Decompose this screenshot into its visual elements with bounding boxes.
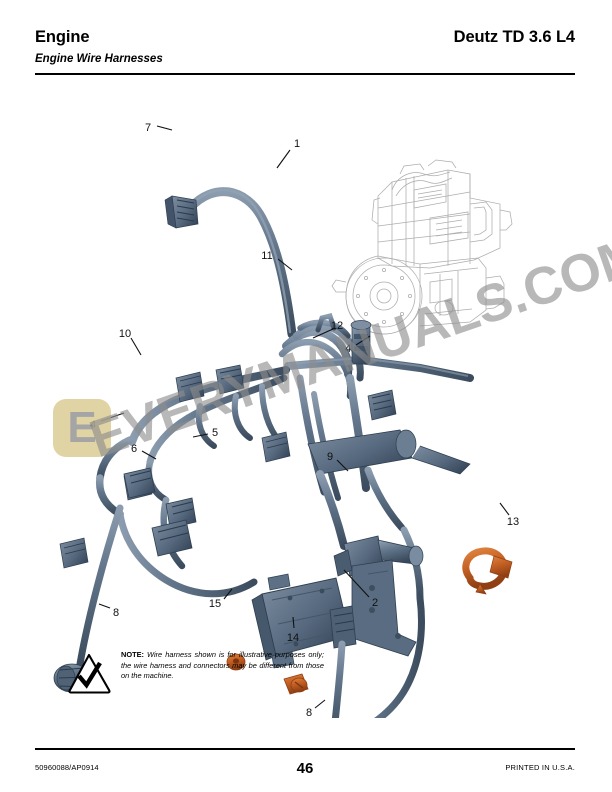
callout-number-9: 9: [327, 451, 333, 463]
hardware-15-washer: [226, 653, 246, 671]
page-header: Engine Deutz TD 3.6 L4 Engine Wire Harne…: [35, 28, 575, 76]
wire-harness-assembly: [53, 187, 513, 718]
ecu-module-2: [251, 559, 417, 669]
page-subtitle: Engine Wire Harnesses: [35, 53, 163, 65]
callout-number-5: 5: [212, 427, 218, 439]
note-body: Wire harness shown is for illustrative p…: [121, 650, 324, 681]
callout-leader-10: [130, 337, 142, 356]
note-box: NOTE: Wire harness shown is for illustra…: [68, 650, 328, 700]
print-notice: PRINTED IN U.S.A.: [505, 763, 575, 772]
callout-number-6: 6: [131, 443, 137, 455]
callout-leader-14: [292, 616, 295, 629]
harness-lower-run: [331, 594, 425, 718]
callout-leader-2: [343, 569, 370, 598]
hardware-14-bolt: [283, 673, 309, 695]
engine-line-drawing-thumbnail: [331, 159, 513, 335]
harness-upper-cluster: [278, 313, 474, 421]
callout-number-11: 11: [261, 250, 272, 262]
callout-leader-9: [336, 459, 349, 472]
callout-number-8b: 8: [306, 707, 312, 718]
page-number: 46: [296, 760, 314, 777]
callout-number-13: 13: [507, 516, 519, 528]
hardware-13-clamp: [462, 547, 513, 595]
harness-center-trunk: [296, 374, 471, 602]
callout-number-10: 10: [119, 328, 131, 340]
connector-7: [164, 195, 199, 229]
callout-number-4b: 4: [90, 419, 96, 431]
callout-leader-5: [192, 433, 209, 438]
callout-number-12: 12: [331, 320, 343, 332]
callout-number-2: 2: [372, 597, 378, 609]
page-footer: 50960088/AP0914 46 PRINTED IN U.S.A.: [35, 760, 575, 777]
callout-leader-8a: [98, 603, 111, 609]
callout-leader-11: [277, 258, 293, 271]
header-divider: [35, 73, 575, 75]
callout-leader-8b: [314, 699, 326, 709]
callout-number-7: 7: [145, 122, 151, 134]
callout-number-15: 15: [209, 598, 221, 610]
callout-leader-13: [499, 502, 510, 516]
callout-leader-6: [141, 450, 157, 460]
harness-left-branch: [53, 364, 291, 693]
connector-4a: [367, 389, 397, 421]
header-title-row: Engine Deutz TD 3.6 L4: [35, 28, 575, 50]
callout-number-1: 1: [294, 138, 300, 150]
callout-number-4a: 4: [345, 343, 351, 355]
connector-4b: [123, 467, 156, 499]
page-title: Engine: [35, 28, 90, 46]
engine-model-title: Deutz TD 3.6 L4: [453, 28, 575, 46]
callout-leader-12: [312, 328, 334, 339]
callout-number-14: 14: [287, 632, 299, 644]
triangle-check-icon: [68, 653, 111, 694]
footer-divider: [35, 748, 575, 750]
callout-leader-4b: [100, 412, 125, 422]
callout-leader-4a: [355, 335, 371, 346]
note-text: NOTE: Wire harness shown is for illustra…: [121, 650, 324, 682]
document-number: 50960088/AP0914: [35, 763, 99, 772]
callout-leader-1: [276, 149, 291, 169]
connector-5: [165, 497, 197, 529]
callout-leader-15: [223, 588, 233, 600]
connector-6: [151, 519, 193, 557]
note-label: NOTE:: [121, 650, 144, 659]
callout-number-8a: 8: [113, 607, 119, 619]
callout-leader-7: [156, 125, 173, 131]
